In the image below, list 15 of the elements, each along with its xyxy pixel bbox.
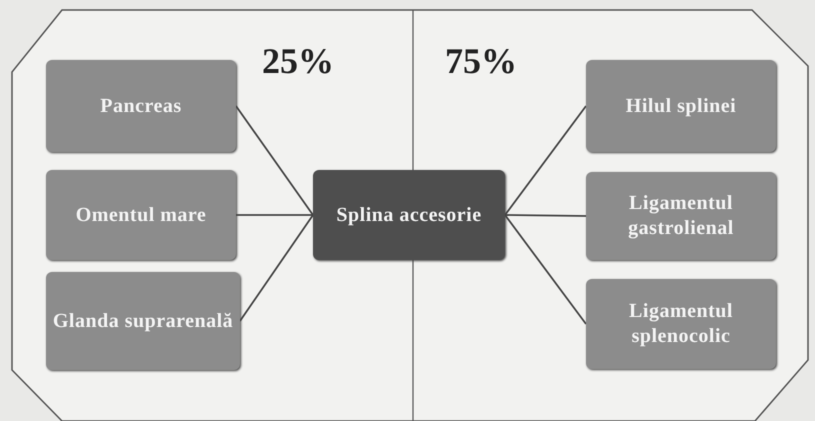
organ-box: Hilul splinei (586, 60, 776, 152)
connector-line (504, 214, 587, 325)
connector-line (236, 214, 313, 216)
connector-line (235, 105, 314, 216)
organ-box: Omentul mare (46, 170, 236, 260)
organ-box: Ligamentul gastrolienal (586, 172, 776, 260)
central-box: Splina accesorie (313, 170, 505, 260)
connector-line (504, 214, 586, 217)
percent-label: 75% (445, 40, 517, 82)
organ-box: Ligamentul splenocolic (586, 279, 776, 369)
percent-label: 25% (262, 40, 334, 82)
connector-line (504, 105, 587, 216)
organ-box: Glanda suprarenală (46, 272, 240, 370)
connector-line (239, 214, 314, 322)
organ-box: Pancreas (46, 60, 236, 152)
